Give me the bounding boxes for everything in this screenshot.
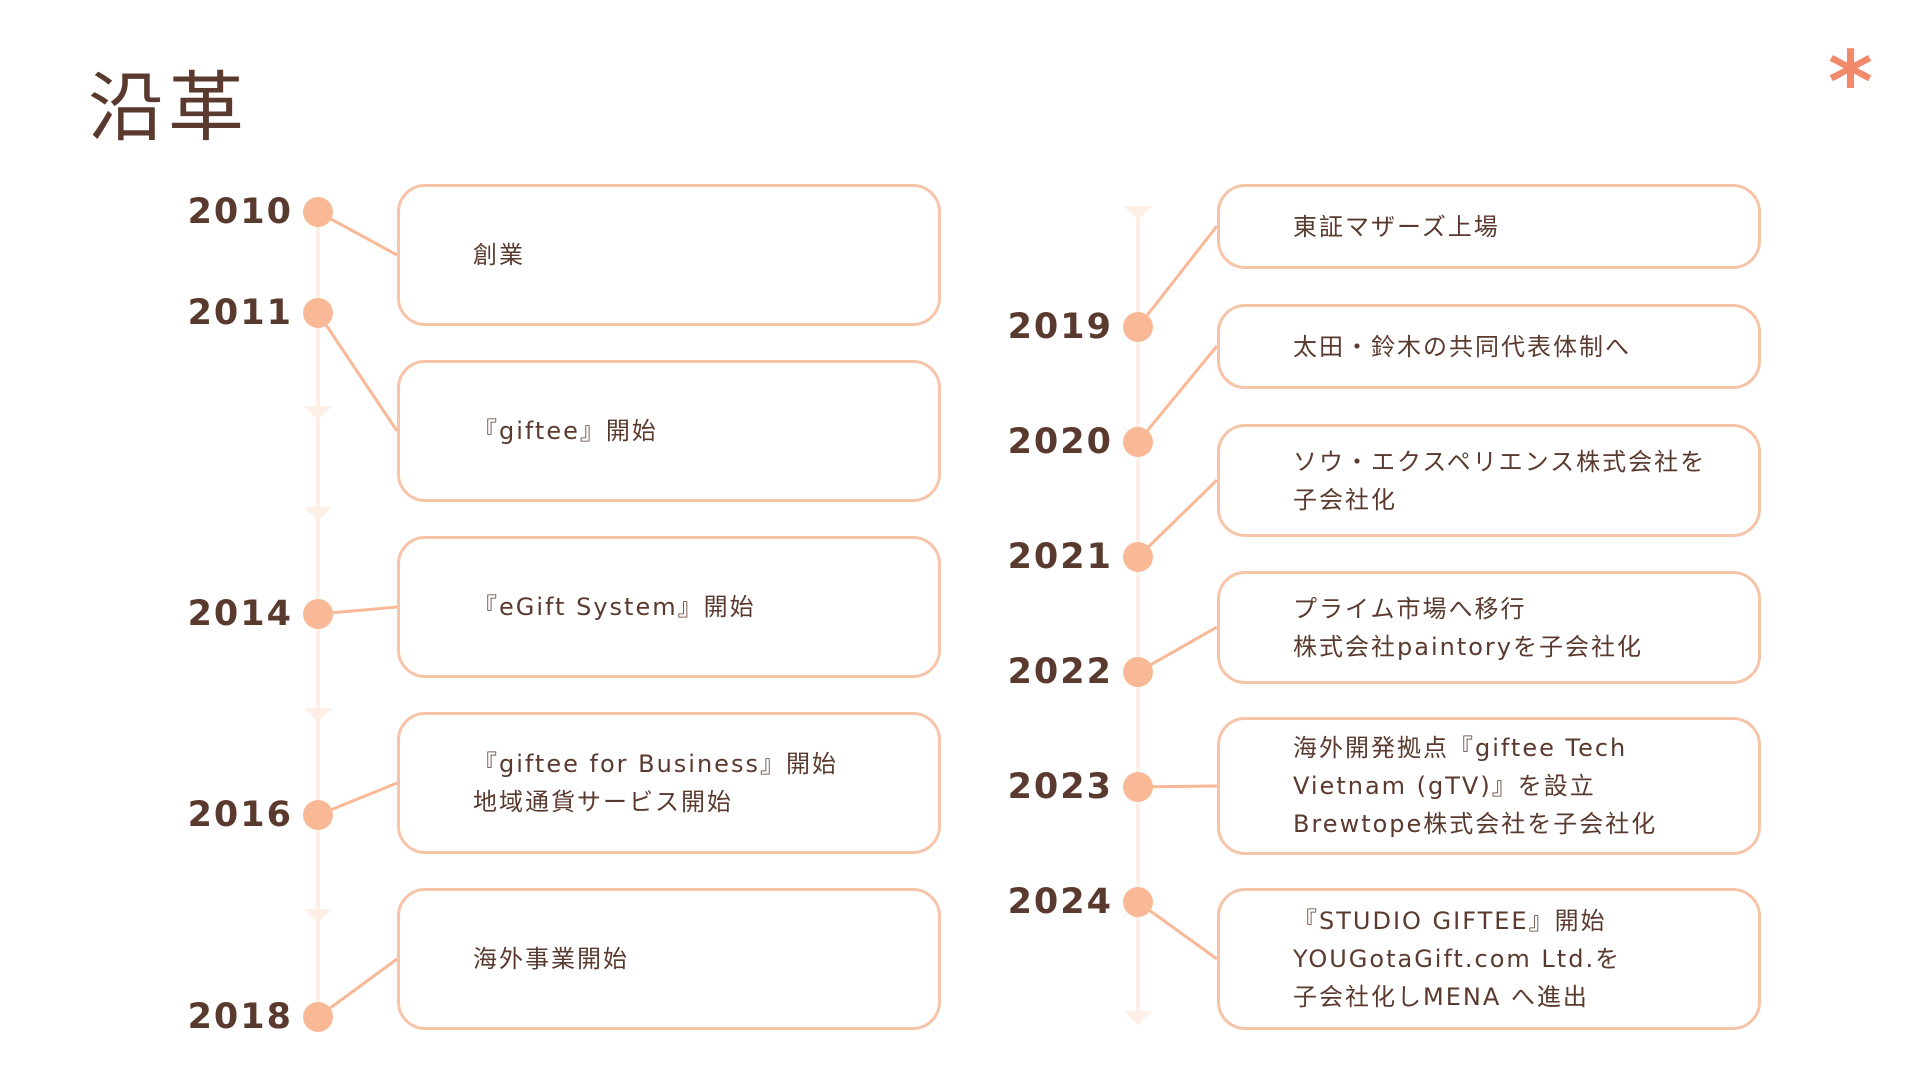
timeline-dot	[303, 800, 333, 830]
event-card: 『giftee』開始	[397, 360, 941, 502]
year-label: 2016	[187, 795, 293, 835]
year-label: 2011	[187, 293, 293, 333]
event-card: 海外事業開始	[397, 888, 941, 1030]
timeline-dot	[303, 197, 333, 227]
event-text: Brewtope株式会社を子会社化	[1293, 810, 1658, 838]
event-card: 太田・鈴木の共同代表体制へ	[1217, 304, 1761, 389]
event-card: 東証マザーズ上場	[1217, 184, 1761, 269]
event-card: 『giftee for Business』開始地域通貨サービス開始	[397, 712, 941, 854]
asterisk-logo-icon: *	[1828, 33, 1873, 133]
timeline-dot	[1123, 772, 1153, 802]
event-text: YOUGotaGift.com Ltd.を	[1293, 945, 1622, 973]
event-text: 地域通貨サービス開始	[473, 788, 733, 816]
connector-line	[1137, 625, 1218, 674]
chevron-down-icon	[304, 909, 332, 923]
event-text: 株式会社paintoryを子会社化	[1293, 632, 1643, 661]
event-card: 『eGift System』開始	[397, 536, 941, 678]
year-label: 2018	[187, 997, 293, 1037]
connector-line	[1137, 900, 1218, 961]
event-text: 子会社化	[1293, 485, 1397, 514]
event-text: 『eGift System』開始	[473, 593, 756, 621]
timeline-dot	[1123, 887, 1153, 917]
event-text: 『giftee for Business』開始	[473, 750, 838, 778]
event-card: 『STUDIO GIFTEE』開始 YOUGotaGift.com Ltd.を子会…	[1217, 888, 1761, 1030]
event-text: 海外開発拠点『giftee Tech	[1293, 734, 1628, 762]
year-label: 2019	[1007, 307, 1113, 347]
year-label: 2024	[1007, 882, 1113, 922]
chevron-down-icon	[304, 406, 332, 420]
year-label: 2014	[187, 594, 293, 634]
year-label: 2010	[187, 192, 293, 232]
chevron-down-icon	[304, 507, 332, 521]
chevron-down-icon	[304, 708, 332, 722]
year-label: 2022	[1007, 652, 1113, 692]
event-card: ソウ・エクスペリエンス株式会社を子会社化	[1217, 424, 1761, 537]
timeline-dot	[303, 599, 333, 629]
connector-line	[316, 312, 399, 432]
connector-line	[317, 957, 398, 1019]
event-text: プライム市場へ移行	[1293, 594, 1527, 623]
event-text: 子会社化しMENA へ進出	[1293, 983, 1589, 1011]
timeline-dot	[303, 298, 333, 328]
event-text: 太田・鈴木の共同代表体制へ	[1293, 332, 1631, 361]
year-label: 2020	[1007, 422, 1113, 462]
event-text: 『STUDIO GIFTEE』開始	[1293, 907, 1607, 935]
year-label: 2021	[1007, 537, 1113, 577]
event-card: プライム市場へ移行株式会社paintoryを子会社化	[1217, 571, 1761, 684]
event-text: 創業	[473, 241, 525, 269]
page-title: 沿革	[88, 63, 248, 152]
chevron-down-icon	[1124, 206, 1152, 220]
event-card: 創業	[397, 184, 941, 326]
event-text: 海外事業開始	[473, 945, 629, 973]
timeline-dot	[1123, 657, 1153, 687]
event-text: 『giftee』開始	[473, 417, 658, 445]
event-text: ソウ・エクスペリエンス株式会社を	[1293, 447, 1707, 476]
timeline-dot	[1123, 427, 1153, 457]
chevron-down-icon	[1124, 1011, 1152, 1025]
timeline-dot	[1123, 312, 1153, 342]
connector-line	[1136, 225, 1219, 328]
event-text: Vietnam (gTV)』を設立	[1293, 772, 1596, 800]
timeline-dot	[1123, 542, 1153, 572]
connector-line	[1136, 345, 1219, 443]
event-text: 東証マザーズ上場	[1293, 212, 1500, 241]
year-label: 2023	[1007, 767, 1113, 807]
connector-line	[1136, 478, 1219, 559]
timeline-dot	[303, 1002, 333, 1032]
